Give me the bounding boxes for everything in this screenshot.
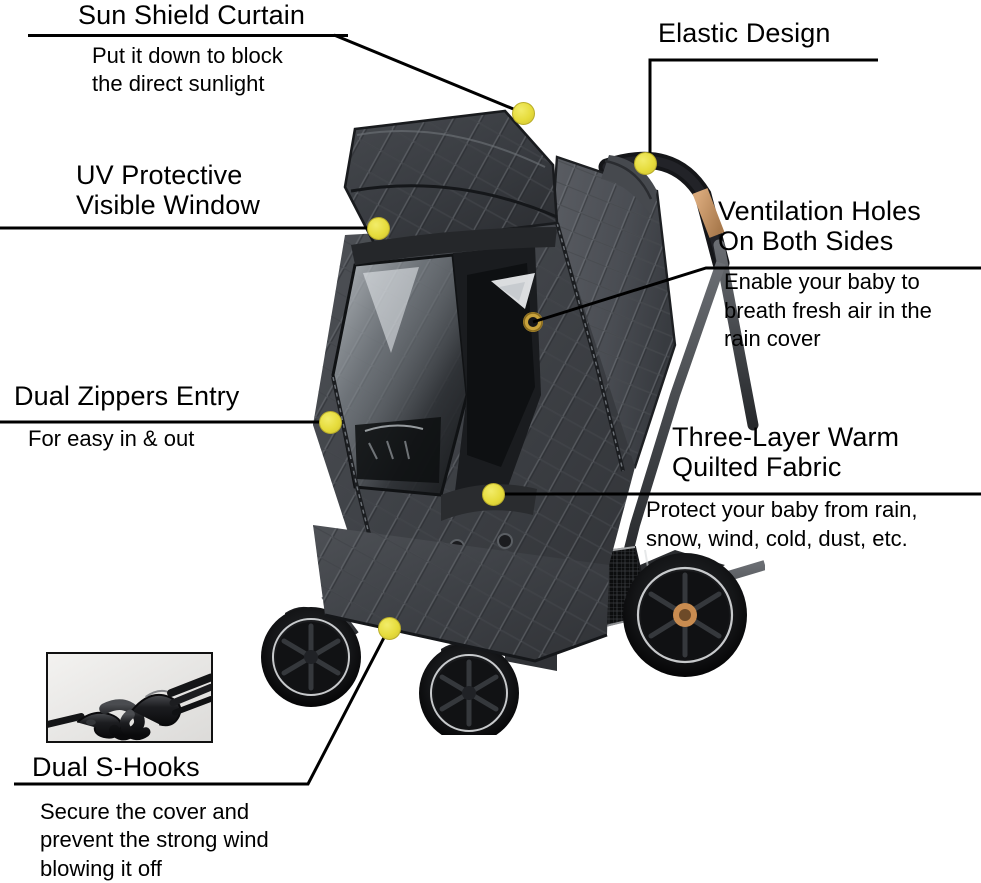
callout-title: Elastic Design xyxy=(658,18,831,48)
marker-sun-shield xyxy=(512,102,535,125)
callout-rule xyxy=(28,34,348,37)
callout-ventilation-holes: Ventilation Holes On Both Sides Enable y… xyxy=(718,196,981,353)
callout-description: Enable your baby to breath fresh air in … xyxy=(724,269,932,351)
marker-zippers xyxy=(319,411,342,434)
callout-uv-protective-window: UV Protective Visible Window xyxy=(76,160,376,220)
callout-dual-zippers-entry: Dual Zippers Entry For easy in & out xyxy=(14,381,334,453)
callout-title: Sun Shield Curtain xyxy=(78,0,305,30)
callout-description: Protect your baby from rain, snow, wind,… xyxy=(646,497,918,551)
callout-title: Ventilation Holes On Both Sides xyxy=(718,196,921,257)
callout-description: Secure the cover and prevent the strong … xyxy=(40,799,269,881)
callout-title: UV Protective Visible Window xyxy=(76,160,260,221)
marker-quilted xyxy=(482,483,505,506)
callout-sun-shield-curtain: Sun Shield Curtain Put it down to block … xyxy=(14,0,348,99)
callout-three-layer-quilted-fabric: Three-Layer Warm Quilted Fabric Protect … xyxy=(646,422,981,553)
marker-s-hooks xyxy=(378,617,401,640)
callout-title: Three-Layer Warm Quilted Fabric xyxy=(672,422,900,483)
callout-title: Dual Zippers Entry xyxy=(14,381,240,411)
marker-uv-window xyxy=(367,217,390,240)
callout-description: Put it down to block the direct sunlight xyxy=(92,43,283,97)
marker-elastic xyxy=(634,152,657,175)
dual-s-hooks-photo xyxy=(46,652,213,743)
callout-title: Dual S-Hooks xyxy=(32,752,200,782)
callout-elastic-design: Elastic Design xyxy=(658,18,958,48)
callout-description: For easy in & out xyxy=(28,426,195,452)
callout-dual-s-hooks: Dual S-Hooks Secure the cover and preven… xyxy=(32,752,362,883)
